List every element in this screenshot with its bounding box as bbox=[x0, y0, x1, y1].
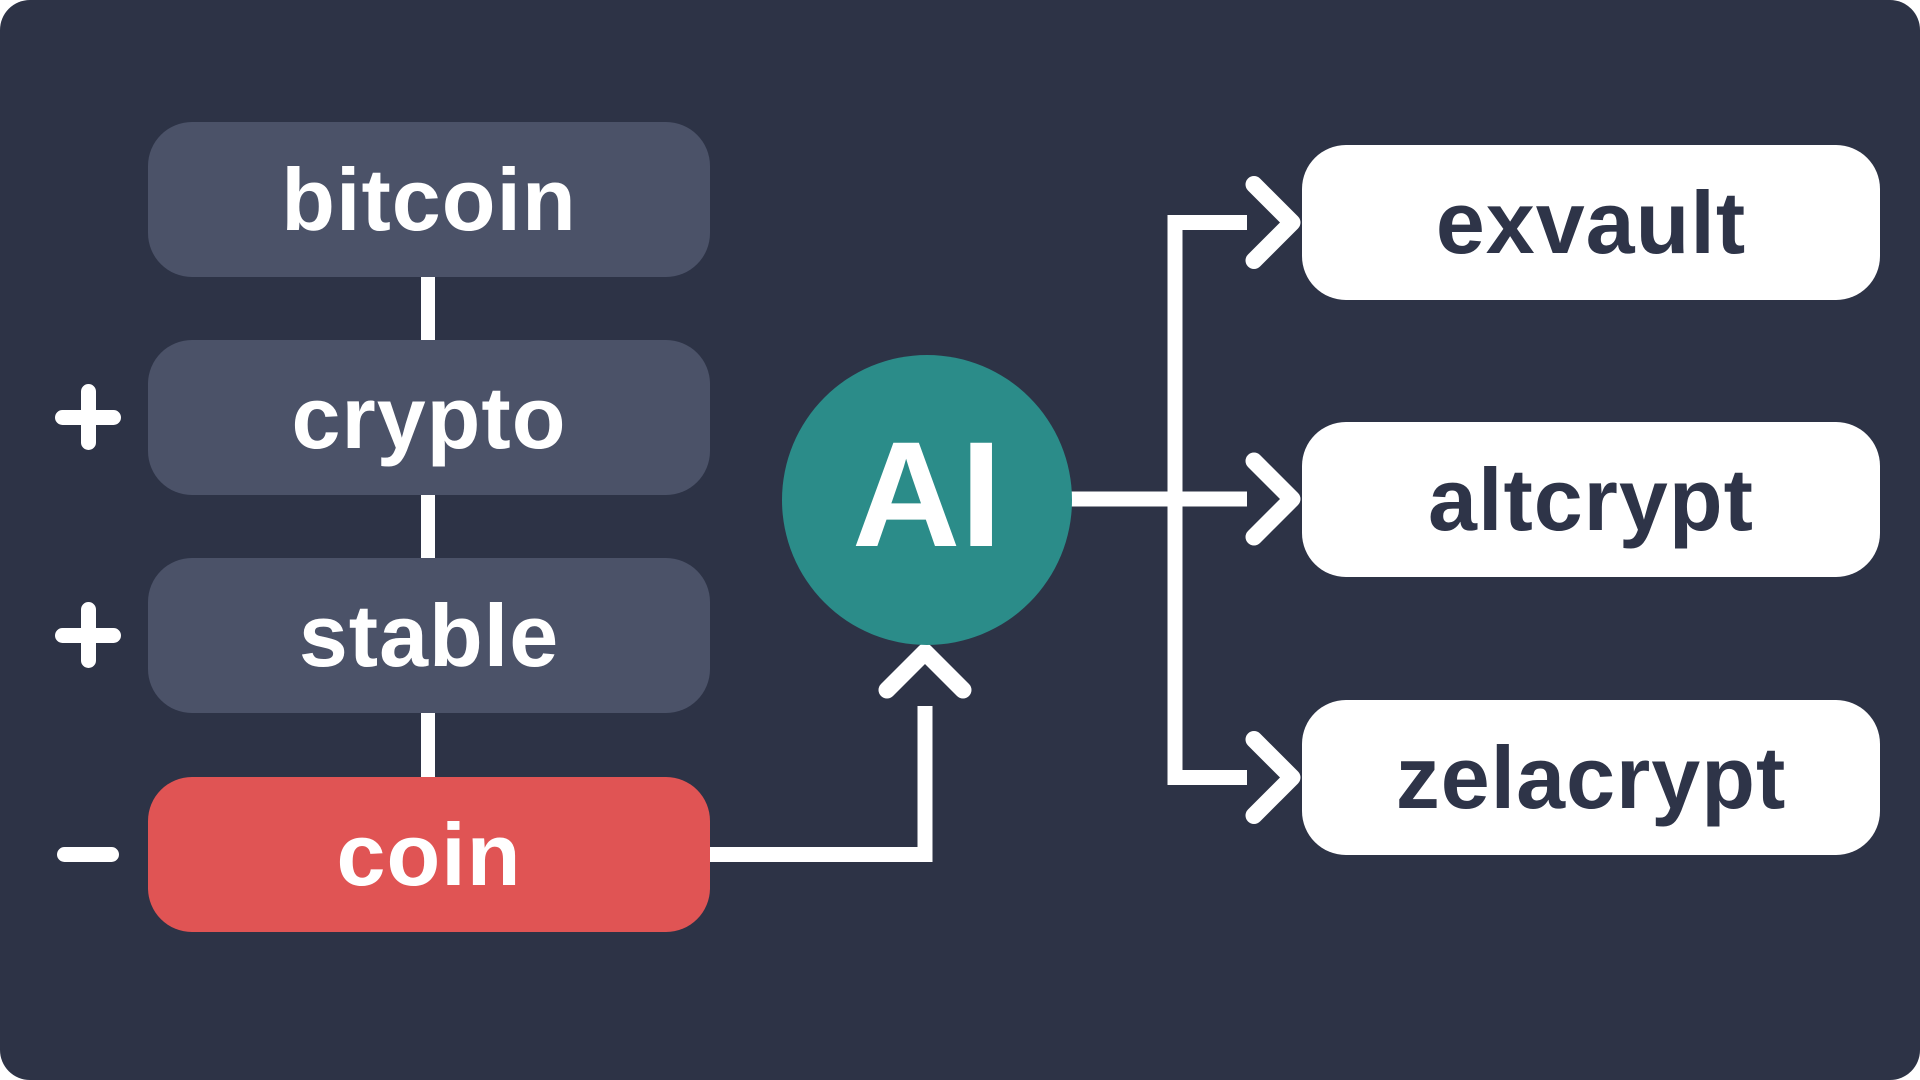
wire-output-branch bbox=[1167, 215, 1247, 785]
input-node-label: crypto bbox=[291, 367, 567, 467]
plus-operator-icon bbox=[53, 600, 123, 670]
output-node-exvault: exvault bbox=[1302, 145, 1880, 300]
arrowhead-right-exvault-icon bbox=[1245, 176, 1301, 269]
input-node-label: stable bbox=[298, 585, 560, 685]
output-node-zelacrypt: zelacrypt bbox=[1302, 700, 1880, 855]
output-node-altcrypt: altcrypt bbox=[1302, 422, 1880, 577]
input-node-crypto: crypto bbox=[148, 340, 710, 495]
input-node-stable: stable bbox=[148, 558, 710, 713]
output-node-label: exvault bbox=[1435, 172, 1747, 272]
arrowhead-right-zelacrypt-icon bbox=[1245, 731, 1301, 824]
minus-icon-bar bbox=[57, 846, 119, 862]
output-node-label: altcrypt bbox=[1428, 449, 1754, 549]
ai-processor-node: AI bbox=[782, 355, 1072, 645]
input-node-bitcoin: bitcoin bbox=[148, 122, 710, 277]
plus-icon-bar bbox=[80, 384, 96, 450]
wire-coin-to-ai bbox=[710, 706, 933, 862]
arrowhead-up-icon bbox=[878, 643, 972, 699]
plus-icon-bar bbox=[80, 602, 96, 668]
output-node-label: zelacrypt bbox=[1395, 727, 1787, 827]
input-node-label: bitcoin bbox=[281, 149, 577, 249]
ai-processor-label: AI bbox=[852, 410, 1002, 578]
minus-operator-icon bbox=[53, 819, 123, 889]
input-node-coin: coin bbox=[148, 777, 710, 932]
arrowhead-right-altcrypt-icon bbox=[1245, 452, 1301, 546]
plus-operator-icon bbox=[53, 382, 123, 452]
input-node-label: coin bbox=[336, 804, 522, 904]
